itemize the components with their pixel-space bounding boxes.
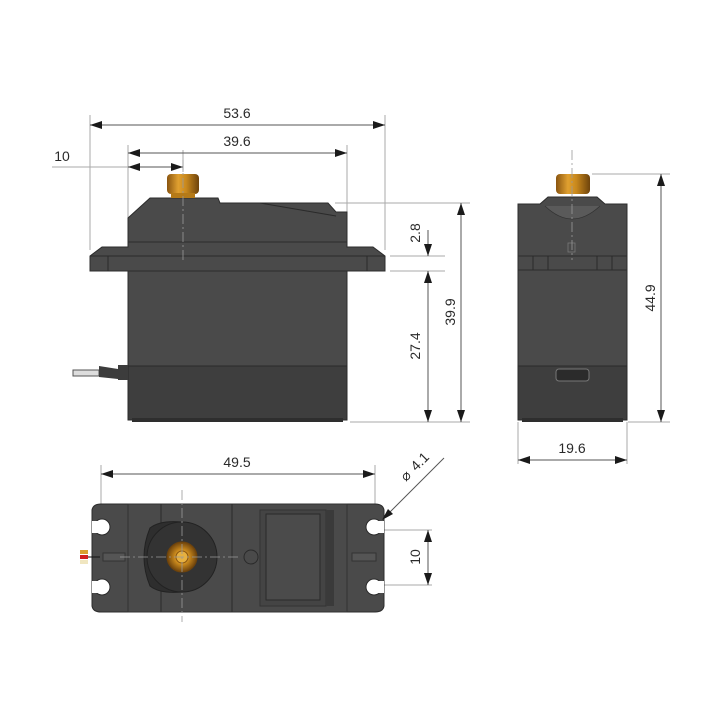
front-view: 53.6 39.6 10 2.8: [52, 105, 470, 423]
dim-flange-to-bottom: 27.4: [407, 332, 423, 359]
dim-body-length: 49.5: [223, 454, 250, 470]
side-view: 44.9 19.6: [517, 150, 670, 464]
dim-body-height: 39.9: [442, 298, 458, 325]
dim-mount-spacing: 39.6: [223, 133, 250, 149]
dim-shaft-offset: 10: [54, 148, 70, 164]
svg-text:⌀4.1: ⌀4.1: [397, 449, 432, 484]
diameter-symbol: ⌀: [397, 467, 414, 484]
dim-overall-width: 53.6: [223, 105, 250, 121]
connector-port-icon: [555, 368, 590, 382]
dim-hole-diameter: 4.1: [407, 449, 432, 474]
cable-icon: [72, 369, 100, 377]
dim-total-height: 44.9: [642, 284, 658, 311]
dim-flange-to-top: 2.8: [407, 223, 423, 243]
side-horn-icon: [556, 174, 590, 194]
bottom-view: 49.5: [80, 449, 445, 622]
dim-hole-spacing: 10: [407, 549, 423, 565]
dim-depth: 19.6: [558, 440, 585, 456]
